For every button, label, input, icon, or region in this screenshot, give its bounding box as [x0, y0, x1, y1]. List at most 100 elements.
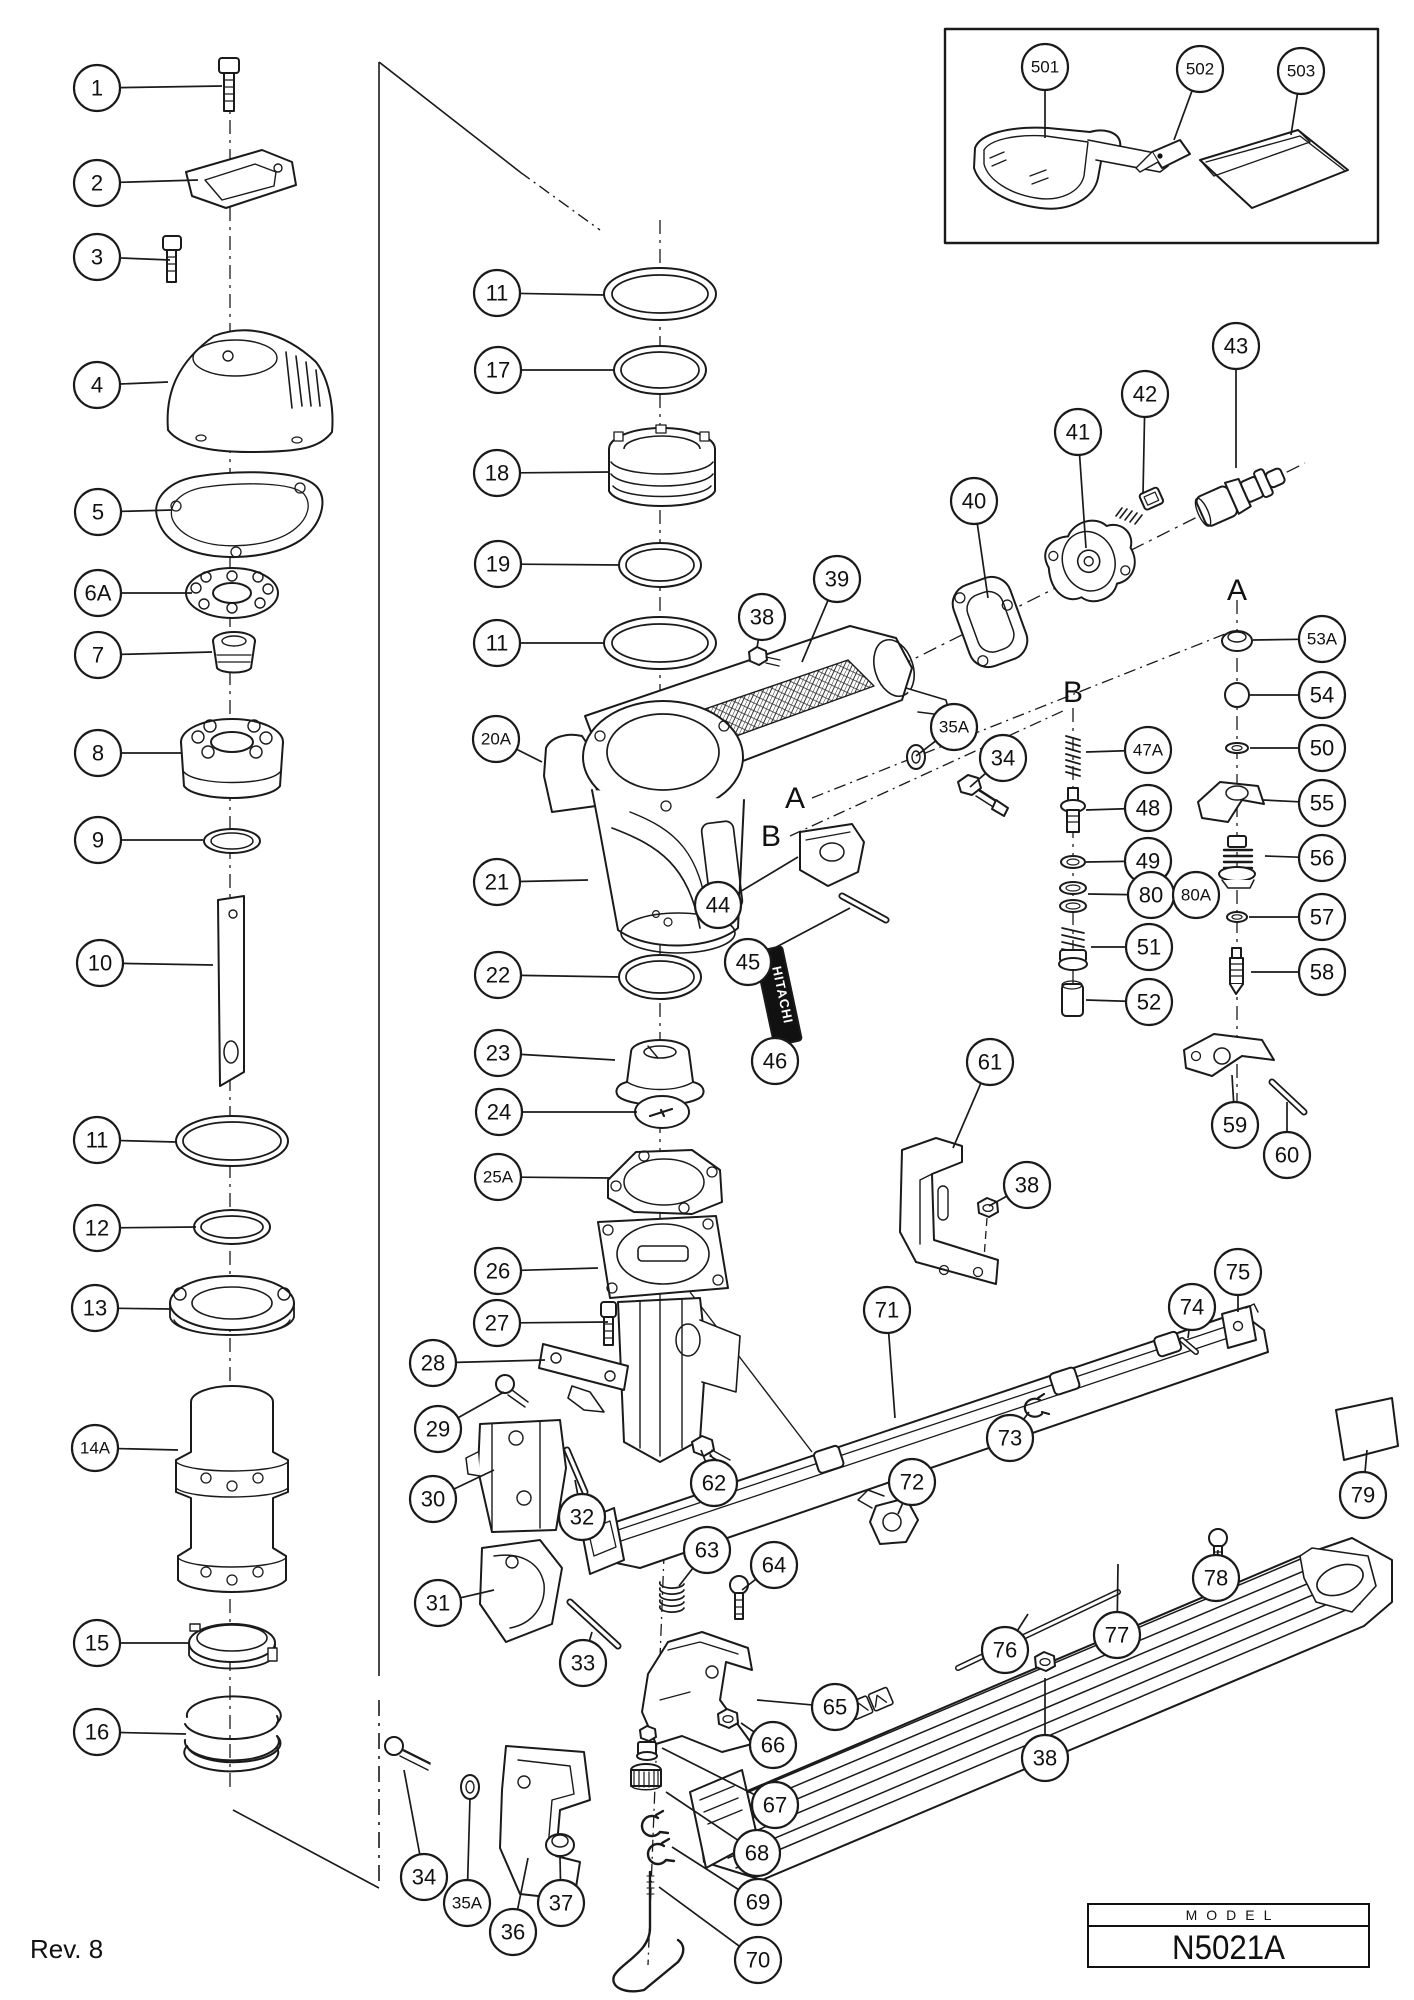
section-label-A-3: A: [1227, 574, 1247, 607]
callout-63-69: 63: [682, 1525, 732, 1575]
part-18-cylinder-plate: [608, 424, 716, 507]
part-51-valve-piston: [1058, 927, 1088, 971]
callout-65-71: 65: [810, 1682, 860, 1732]
callout-53A-59: 53A: [1297, 614, 1347, 664]
callout-number: 62: [702, 1471, 726, 1496]
leader-line-35A: [915, 740, 937, 757]
leader-line-19: [520, 563, 621, 566]
part-54-steel-ball: [1224, 682, 1250, 708]
callout-38-51: 38: [1002, 1160, 1052, 1210]
accessory-box: [943, 27, 1380, 245]
part-3-bolt: [162, 235, 182, 283]
callout-3-2: 3: [72, 232, 122, 282]
callout-22-23: 22: [473, 950, 523, 1000]
callout-55-62: 55: [1297, 778, 1347, 828]
leader-line-29: [457, 1391, 505, 1419]
leader-line-10: [122, 962, 214, 966]
part-25A-gasket: [607, 1149, 723, 1215]
callout-number: 26: [486, 1259, 510, 1284]
leader-line-502: [1173, 90, 1193, 141]
callout-circle: [473, 539, 523, 589]
callout-circle: [72, 232, 122, 282]
callout-35A-45: 35A: [929, 702, 979, 752]
callout-14A-13: 14A: [70, 1423, 120, 1473]
part-55-bracket: [1197, 781, 1265, 823]
callout-circle: [1276, 46, 1326, 96]
callout-72-78: 72: [887, 1457, 937, 1507]
callout-circle: [810, 1682, 860, 1732]
leader-line-55: [1262, 799, 1300, 803]
leader-line-53A: [1252, 638, 1300, 641]
part-16-ribbon-spring: [183, 1695, 282, 1773]
leader-line-66: [740, 1722, 755, 1733]
callout-circle: [408, 1474, 458, 1524]
part-501-safety-glasses: [973, 126, 1169, 210]
leader-line-48: [1085, 807, 1126, 811]
part-8-head-valve: [180, 718, 284, 799]
leader-line-35A: [466, 1797, 471, 1881]
callout-34-46: 34: [978, 733, 1028, 783]
part-5-gasket: [155, 471, 324, 559]
callout-circle: [72, 360, 122, 410]
callout-circle: [1020, 42, 1070, 92]
callout-circle: [1020, 1733, 1070, 1783]
callout-circle: [474, 1087, 524, 1137]
callout-number: 1: [91, 76, 103, 101]
section-label-A-0: A: [785, 782, 805, 815]
revision-label: Rev. 8: [30, 1934, 104, 1964]
callout-45-48: 45: [723, 937, 773, 987]
part-69-clips: [640, 1809, 676, 1866]
callout-number: 37: [549, 1891, 573, 1916]
leader-line-45: [767, 907, 851, 952]
leader-line-32: [574, 1479, 579, 1495]
leader-line-11: [119, 1139, 177, 1143]
callout-35A-36: 35A: [442, 1878, 492, 1928]
callout-37-38: 37: [536, 1878, 586, 1928]
part-36-idle-lever: [499, 1745, 591, 1901]
callout-number: 11: [86, 1128, 109, 1153]
callout-19-19: 19: [473, 539, 523, 589]
callout-number: 30: [421, 1487, 445, 1512]
callout-number: 13: [83, 1296, 107, 1321]
callout-number: 11: [486, 281, 509, 306]
leader-line-69: [671, 1846, 740, 1891]
part-49-o-ring: [1060, 855, 1086, 869]
callout-31-33: 31: [413, 1578, 463, 1628]
callout-18-18: 18: [472, 448, 522, 498]
callout-67-73: 67: [750, 1780, 800, 1830]
callout-501-87: 501: [1020, 42, 1070, 92]
leader-lines: [117, 85, 1368, 1948]
part-11-o-ring-top: [603, 267, 717, 321]
part-14A-cylinder: [175, 1385, 289, 1593]
callout-number: 49: [1136, 849, 1160, 874]
callout-circle: [72, 1707, 122, 1757]
leader-line-49: [1085, 860, 1126, 863]
part-37-grommet: [545, 1833, 575, 1857]
callout-78-84: 78: [1191, 1553, 1241, 1603]
callout-circle: [70, 1423, 120, 1473]
callout-60-67: 60: [1262, 1130, 1312, 1180]
part-26-exhaust-cover: [597, 1215, 729, 1299]
leader-line-3: [119, 257, 171, 261]
callout-8-7: 8: [73, 728, 123, 778]
callout-number: 51: [1137, 935, 1161, 960]
callout-circle: [965, 1037, 1015, 1087]
callout-75-81: 75: [1213, 1247, 1263, 1297]
callout-30-31: 30: [408, 1474, 458, 1524]
callout-circle: [442, 1878, 492, 1928]
part-17-ring: [613, 345, 707, 395]
part-502-pencil: [1135, 139, 1191, 173]
section-label-B-2: B: [1063, 676, 1083, 709]
callout-number: 63: [695, 1538, 719, 1563]
callout-number: 9: [92, 828, 104, 853]
callout-34-35: 34: [399, 1852, 449, 1902]
callout-number: 68: [745, 1841, 769, 1866]
part-nose-guide: [617, 1297, 741, 1463]
callout-circle: [748, 1720, 798, 1770]
part-7-valve-piston: [212, 631, 256, 674]
callout-circles: 123456A7891011121314A1516111718191120A21…: [70, 42, 1388, 1985]
leader-line-67: [661, 1747, 755, 1796]
callout-76-82: 76: [980, 1625, 1030, 1675]
callout-number: 60: [1275, 1143, 1299, 1168]
callout-circle: [1297, 723, 1347, 773]
